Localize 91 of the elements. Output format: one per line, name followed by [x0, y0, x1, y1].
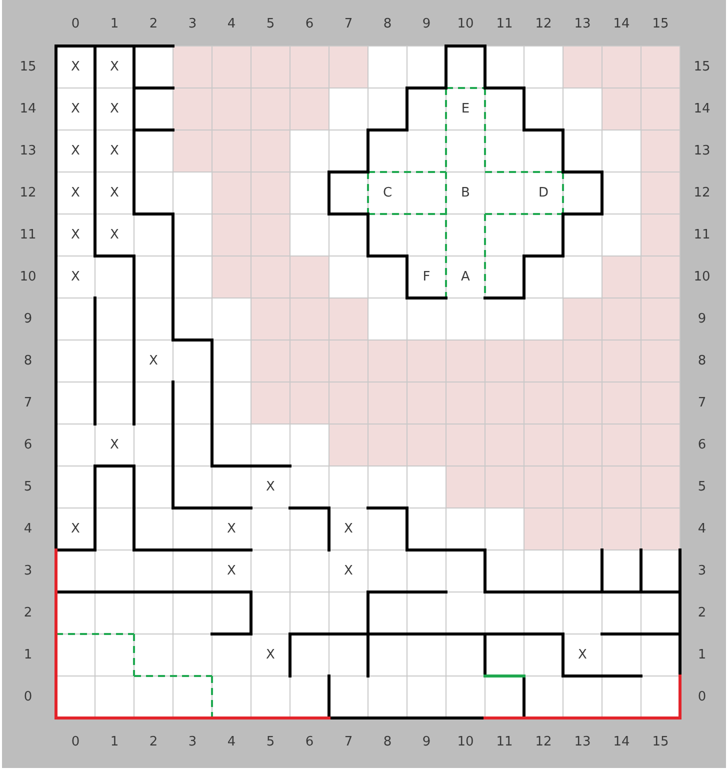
column-number: 3 — [188, 18, 197, 30]
row-number: 2 — [24, 606, 32, 620]
row-number: 3 — [24, 564, 32, 578]
column-number: 1 — [110, 18, 119, 30]
row-number: 15 — [694, 60, 710, 74]
column-number: 12 — [535, 18, 552, 30]
column-number: 9 — [422, 736, 431, 748]
row-number: 1 — [24, 648, 32, 662]
row-number: 14 — [20, 102, 36, 116]
row-number: 10 — [20, 270, 36, 284]
column-number: 14 — [613, 736, 630, 748]
cell-letter: E — [461, 102, 470, 116]
cell-mark: X — [71, 60, 80, 74]
row-number: 6 — [698, 438, 706, 452]
row-number: 4 — [698, 522, 706, 536]
cell-mark: X — [110, 186, 119, 200]
column-number: 12 — [535, 736, 552, 748]
cell-mark: X — [266, 648, 275, 662]
column-number: 9 — [422, 18, 431, 30]
cell-mark: X — [71, 228, 80, 242]
row-number: 10 — [694, 270, 710, 284]
row-number: 1 — [698, 648, 706, 662]
row-number: 11 — [694, 228, 710, 242]
row-number: 7 — [698, 396, 706, 410]
cell-mark: X — [71, 102, 80, 116]
cell-letter: C — [382, 186, 392, 200]
row-number: 9 — [24, 312, 32, 326]
column-number: 11 — [496, 18, 513, 30]
column-number: 13 — [574, 18, 591, 30]
row-number: 8 — [24, 354, 32, 368]
column-number: 2 — [149, 736, 158, 748]
cell-mark: X — [110, 60, 119, 74]
cell-letter: A — [461, 270, 470, 284]
column-number: 15 — [652, 18, 669, 30]
column-number: 11 — [496, 736, 513, 748]
cell-letter: B — [461, 186, 470, 200]
row-number: 15 — [20, 60, 36, 74]
column-number: 0 — [71, 18, 80, 30]
cell-mark: X — [71, 522, 80, 536]
column-number: 8 — [383, 736, 392, 748]
cell-mark: X — [344, 564, 353, 578]
column-number: 10 — [457, 18, 474, 30]
column-number: 4 — [227, 736, 236, 748]
column-number: 7 — [344, 736, 353, 748]
column-number: 3 — [188, 736, 197, 748]
cell-mark: X — [227, 522, 236, 536]
column-number: 6 — [305, 736, 314, 748]
row-number: 14 — [694, 102, 710, 116]
row-number: 0 — [698, 690, 706, 704]
column-number: 7 — [344, 18, 353, 30]
cell-mark: X — [110, 102, 119, 116]
cell-mark: X — [149, 354, 158, 368]
column-number: 6 — [305, 18, 314, 30]
cell-mark: X — [110, 438, 119, 452]
cell-mark: X — [71, 270, 80, 284]
row-number: 13 — [20, 144, 36, 158]
cell-mark: X — [110, 228, 119, 242]
cell-letter: F — [422, 270, 430, 284]
cell-letter: D — [538, 186, 548, 200]
cell-mark: X — [110, 144, 119, 158]
column-number: 15 — [652, 736, 669, 748]
column-number: 1 — [110, 736, 119, 748]
column-number: 13 — [574, 736, 591, 748]
cell-mark: X — [578, 648, 587, 662]
column-number: 14 — [613, 18, 630, 30]
row-number: 8 — [698, 354, 706, 368]
row-number: 12 — [20, 186, 36, 200]
column-number: 5 — [266, 18, 275, 30]
row-number: 3 — [698, 564, 706, 578]
column-number: 5 — [266, 736, 275, 748]
row-number: 2 — [698, 606, 706, 620]
cell-mark: X — [71, 144, 80, 158]
cell-mark: X — [344, 522, 353, 536]
row-number: 5 — [698, 480, 706, 494]
cell-mark: X — [227, 564, 236, 578]
column-number: 2 — [149, 18, 158, 30]
row-number: 5 — [24, 480, 32, 494]
cell-mark: X — [71, 186, 80, 200]
column-number: 0 — [71, 736, 80, 748]
row-number: 11 — [20, 228, 36, 242]
column-number: 10 — [457, 736, 474, 748]
cell-mark: X — [266, 480, 275, 494]
column-number: 4 — [227, 18, 236, 30]
row-number: 9 — [698, 312, 706, 326]
row-number: 12 — [694, 186, 710, 200]
row-number: 0 — [24, 690, 32, 704]
row-number: 7 — [24, 396, 32, 410]
column-number: 8 — [383, 18, 392, 30]
row-number: 6 — [24, 438, 32, 452]
row-number: 13 — [694, 144, 710, 158]
row-number: 4 — [24, 522, 32, 536]
